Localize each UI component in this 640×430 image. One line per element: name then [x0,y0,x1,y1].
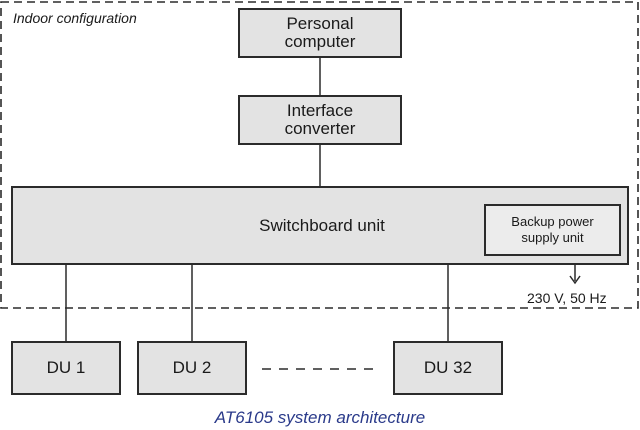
backup-power-label-1: Backup power [511,214,594,229]
interface-converter-box: Interface converter [238,95,402,145]
personal-computer-label-1: Personal [286,14,354,33]
power-arrow-head [569,275,581,285]
interface-converter-label-2: converter [284,119,356,138]
backup-power-supply-box: Backup power supply unit [484,204,621,256]
du32-box: DU 32 [393,341,503,395]
backup-power-label-2: supply unit [521,230,584,245]
indoor-region-border [0,1,639,309]
diagram-caption: AT6105 system architecture [214,408,426,427]
personal-computer-label-2: computer [284,32,356,51]
du1-label: DU 1 [46,358,86,377]
switchboard-unit-label: Switchboard unit [259,216,385,235]
indoor-configuration-label: Indoor configuration [13,10,137,26]
du1-box: DU 1 [11,341,121,395]
interface-converter-label-1: Interface [286,101,354,120]
du32-label: DU 32 [423,358,473,377]
personal-computer-box: Personal computer [238,8,402,58]
du2-label: DU 2 [172,358,212,377]
du2-box: DU 2 [137,341,247,395]
power-supply-label: 230 V, 50 Hz [525,290,609,306]
